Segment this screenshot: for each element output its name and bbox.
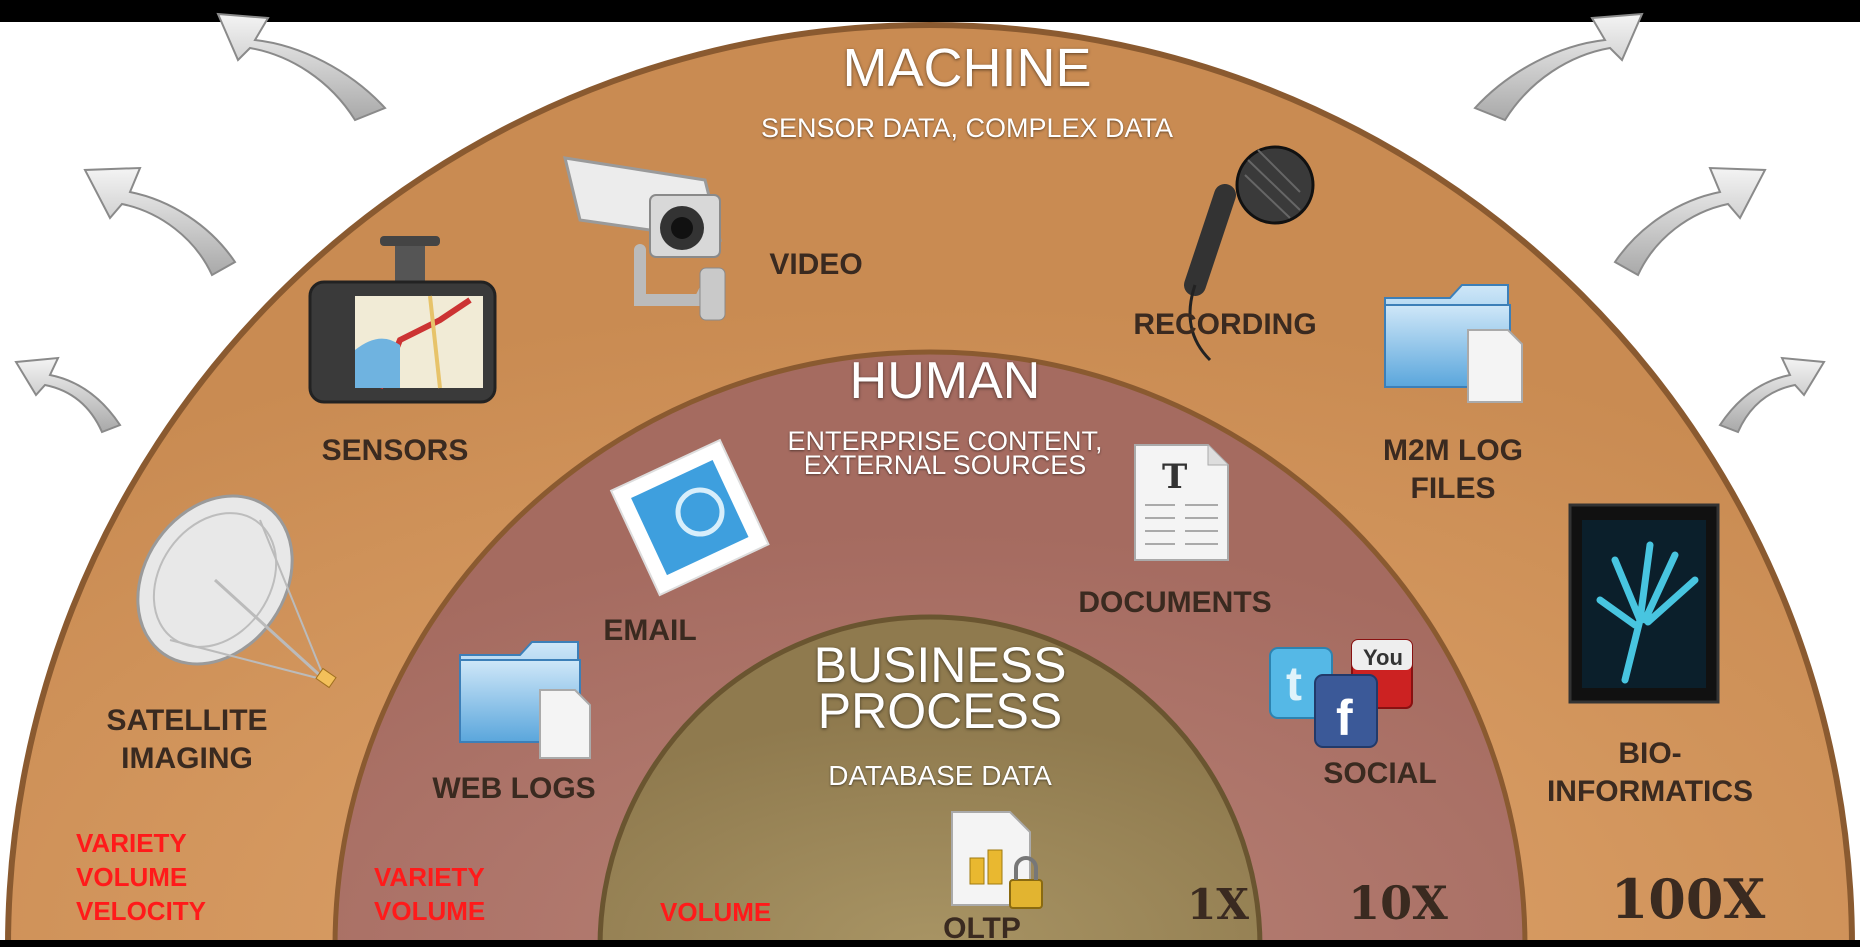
oltp-database-lock-icon (951, 811, 1043, 909)
arrow-icon-right-3 (1718, 356, 1826, 434)
business-process-title-line1: BUSINESS (813, 637, 1067, 693)
m2m-folder-icon (1384, 284, 1523, 403)
svg-text:t: t (1286, 658, 1302, 711)
label-satellite-imaging-line1: SATELLITE (106, 704, 268, 737)
label-m2m-log-files-line1: M2M LOG (1383, 434, 1523, 467)
arrow-icon-right-2 (1613, 166, 1767, 277)
machine-characteristic-1: VARIETY (76, 828, 187, 858)
label-recording: RECORDING (1133, 308, 1317, 341)
label-social: SOCIAL (1323, 757, 1437, 790)
multiplier-human: 10X (1348, 876, 1448, 930)
label-video: VIDEO (769, 248, 863, 281)
sensors-gps-icon (308, 236, 497, 404)
arrow-icon-left-2 (83, 166, 237, 277)
arrow-icon-right-1 (1473, 12, 1644, 122)
svg-text:T: T (1162, 457, 1187, 497)
label-oltp: OLTP (943, 912, 1021, 945)
machine-title: MACHINE (842, 38, 1092, 98)
label-email: EMAIL (603, 614, 697, 647)
business-process-subtitle: DATABASE DATA (828, 760, 1052, 791)
label-bio-informatics-line1: BIO- (1618, 737, 1682, 770)
label-m2m-log-files-line2: FILES (1410, 472, 1496, 505)
email-stamp-icon (609, 438, 770, 597)
label-bio-informatics-line2: INFORMATICS (1546, 775, 1754, 808)
human-characteristic-2: VOLUME (374, 896, 486, 926)
label-sensors: SENSORS (321, 434, 469, 467)
label-documents: DOCUMENTS (1078, 586, 1272, 619)
svg-text:You: You (1363, 645, 1403, 670)
business-characteristic-1: VOLUME (660, 897, 772, 927)
machine-characteristic-3: VELOCITY (76, 896, 207, 926)
human-subtitle-line2: EXTERNAL SOURCES (803, 450, 1087, 480)
human-title: HUMAN (849, 352, 1041, 410)
arrow-icon-left-3 (14, 356, 122, 434)
business-process-ring (597, 614, 1263, 947)
bottom-border (0, 940, 1860, 947)
social-icons: t You f (1269, 639, 1413, 748)
machine-characteristic-2: VOLUME (76, 862, 188, 892)
satellite-dish-icon (136, 494, 337, 689)
business-process-title-line2: PROCESS (817, 683, 1063, 739)
multiplier-business: 1X (1187, 880, 1249, 929)
multiplier-machine: 100X (1610, 867, 1766, 931)
label-web-logs: WEB LOGS (432, 772, 596, 805)
document-icon: T (1134, 444, 1229, 561)
human-subtitle-line1: ENTERPRISE CONTENT, (787, 426, 1103, 456)
label-satellite-imaging-line2: IMAGING (121, 742, 253, 775)
microphone-icon (1184, 145, 1315, 362)
arrow-icon-left-1 (216, 12, 387, 122)
xray-film-icon (1568, 503, 1720, 704)
top-border (0, 0, 1860, 22)
human-characteristic-1: VARIETY (374, 862, 485, 892)
video-camera-icon (563, 156, 726, 321)
machine-subtitle: SENSOR DATA, COMPLEX DATA (760, 113, 1174, 143)
svg-text:f: f (1336, 690, 1353, 746)
web-logs-folder-icon (459, 641, 591, 759)
